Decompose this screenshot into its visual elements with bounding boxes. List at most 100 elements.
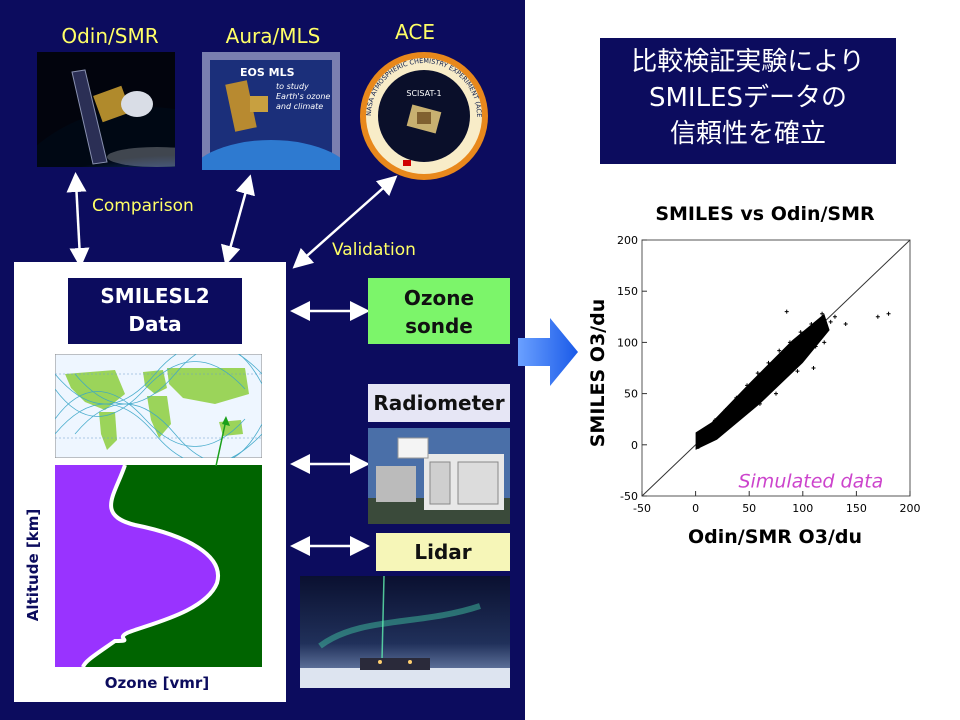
data-point (731, 406, 736, 411)
data-point (700, 440, 705, 445)
radiometer-label: Radiometer (373, 391, 505, 415)
data-point (752, 387, 757, 392)
data-point (774, 367, 778, 372)
connector-arrows (66, 172, 398, 556)
chart-xlabel: Odin/SMR O3/du (687, 526, 862, 548)
data-point (753, 381, 758, 386)
data-point (775, 362, 780, 367)
data-point (811, 328, 816, 333)
aura-mls-label: Aura/MLS (225, 24, 321, 48)
data-point (766, 360, 771, 365)
data-point (742, 391, 747, 396)
ace-seal-center: SCISAT-1 (406, 89, 441, 98)
data-point (755, 371, 760, 376)
data-point (760, 391, 765, 396)
aura-logo-title: EOS MLS (240, 66, 295, 79)
plot-frame (641, 239, 911, 497)
smiles-l2-box: SMILESL2 Data (68, 278, 242, 344)
data-point (886, 311, 891, 316)
radiometer-box: Radiometer (368, 384, 510, 422)
data-point (774, 391, 778, 396)
lidar-label: Lidar (414, 540, 472, 564)
data-point (843, 321, 848, 326)
ozone-sonde-line2: sonde (405, 314, 473, 338)
ozone-profile-plot (55, 464, 262, 668)
odin-smr-label: Odin/SMR (61, 24, 159, 48)
data-point (813, 344, 818, 349)
data-point (757, 401, 762, 406)
y-tick-label: 200 (617, 234, 638, 247)
lidar-box: Lidar (376, 533, 510, 571)
data-point (822, 340, 827, 345)
data-point (809, 321, 814, 326)
ace-label: ACE (395, 20, 435, 44)
data-point (817, 328, 822, 333)
profile-ylabel: Altitude [km] (24, 508, 42, 622)
data-point (738, 410, 743, 415)
comparison-label: Comparison (92, 196, 194, 216)
y-tick-label: 0 (631, 439, 638, 452)
data-point (816, 321, 821, 326)
data-point (798, 330, 803, 335)
smiles-l2-line2: Data (128, 312, 182, 336)
ozone-sonde-box: Ozone sonde (368, 278, 510, 344)
data-point (828, 319, 833, 324)
data-point (763, 377, 768, 382)
data-point (800, 338, 805, 343)
x-tick-label: 100 (792, 502, 813, 515)
data-point (779, 358, 784, 363)
data-point (820, 311, 825, 316)
ozone-sonde-line1: Ozone (403, 286, 475, 310)
data-point (811, 366, 816, 370)
x-tick-label: 200 (900, 502, 921, 515)
map-pointer-arrow (215, 416, 230, 467)
data-point (696, 444, 701, 449)
data-point (802, 352, 807, 357)
radiometer-photo (368, 428, 510, 524)
orbit-map (54, 343, 263, 465)
data-point (706, 436, 711, 441)
data-point (749, 399, 754, 404)
x-tick-label: 0 (692, 502, 699, 515)
x-tick-label: 50 (742, 502, 756, 515)
data-point (704, 434, 709, 439)
data-point (725, 414, 730, 419)
data-point (875, 314, 880, 319)
data-point (790, 350, 795, 355)
data-point (702, 430, 707, 435)
simulated-data-annotation: Simulated data (738, 471, 883, 493)
data-point (781, 371, 786, 376)
ace-mission-seal: NASA ATMOSPHERIC CHEMISTRY EXPERIMENT (A… (354, 44, 491, 182)
data-point (741, 397, 746, 402)
y-tick-label: 100 (617, 336, 638, 349)
data-point (784, 354, 789, 359)
data-point (768, 369, 773, 374)
x-tick-label: -50 (633, 502, 651, 515)
data-point (712, 418, 717, 423)
data-point (787, 340, 792, 345)
aura-mls-logo: EOS MLS to study Earth's ozone and clima… (186, 52, 356, 224)
y-tick-label: 150 (617, 285, 638, 298)
profile-xlabel: Ozone [vmr] (104, 674, 210, 692)
data-point (785, 352, 790, 357)
result-arrow (518, 318, 578, 386)
data-point (832, 314, 837, 319)
chart-title: SMILES vs Odin/SMR (655, 203, 875, 225)
data-point (777, 348, 782, 353)
conclusion-title: 比較検証実験により SMILESデータの 信頼性を確立 (600, 38, 896, 164)
data-point (792, 360, 797, 365)
x-tick-label: 150 (846, 502, 867, 515)
data-point (717, 426, 722, 431)
data-point (822, 317, 827, 322)
title-line2: SMILESデータの (648, 83, 848, 113)
title-line1: 比較検証実験により (631, 47, 865, 77)
y-tick-label: 50 (624, 388, 638, 401)
data-point (708, 432, 713, 437)
y-tick-label: -50 (620, 490, 638, 503)
data-point (807, 336, 812, 341)
data-point (734, 395, 739, 400)
data-point (764, 373, 769, 378)
data-point (796, 346, 801, 351)
data-point (736, 403, 741, 408)
